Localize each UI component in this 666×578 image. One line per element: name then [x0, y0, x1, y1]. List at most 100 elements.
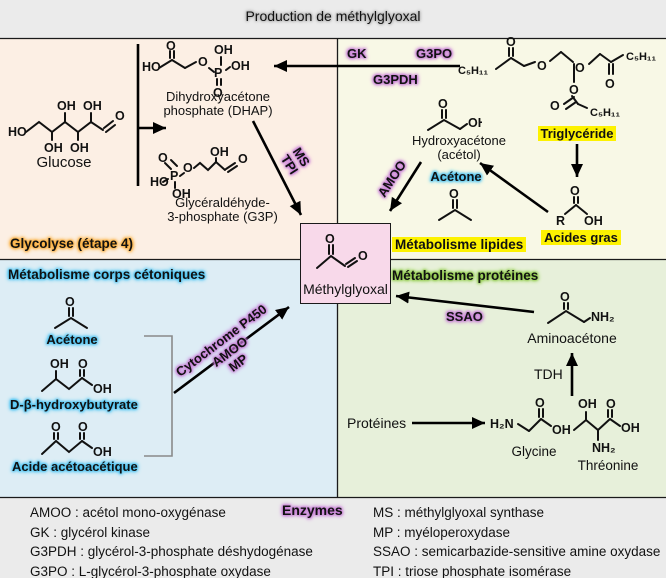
bonds [315, 244, 358, 269]
atom-label: HO [150, 175, 169, 189]
g3p-structure: O HO P OH O OH O [150, 146, 248, 201]
atom-label: O [550, 99, 560, 113]
acetoacetate-name: Acide acétoacétique [12, 459, 138, 474]
bonds [25, 112, 116, 141]
atom-label: OH [93, 445, 112, 459]
atom-label: H₂N [490, 417, 514, 431]
enzyme-tdh: TDH [534, 366, 563, 382]
glycine-structure: H₂N O OH [490, 396, 570, 437]
page-title: Production de méthylglyoxal [245, 8, 421, 24]
aminoacetone-name: Aminoacétone [527, 330, 617, 346]
atom-label: P [214, 66, 222, 80]
legend-item: G3PDH : glycérol-3-phosphate déshydogéna… [30, 544, 313, 559]
bonds [547, 302, 591, 324]
atom-label: O [537, 59, 547, 73]
atom-label: HO [142, 60, 161, 74]
legend-item: TPI : triose phosphate isomérase [373, 563, 572, 578]
acetone-ketone-name: Acétone [28, 332, 116, 347]
legend-item: G3PO : L-glycérol-3-phosphate oxydase [30, 563, 271, 578]
atom-label: OH [210, 146, 229, 159]
atom-label: O [506, 36, 516, 49]
atom-label: O [575, 61, 585, 75]
atom-label: HO [8, 125, 27, 139]
atom-label: OH [578, 397, 597, 411]
atom-label: O [166, 40, 176, 53]
atom-label: O [115, 109, 125, 123]
dhap-structure: O HO O P OH OH O [142, 40, 250, 98]
atom-label: OH [83, 99, 102, 113]
legend-item: AMOO : acétol mono-oxygénase [30, 505, 226, 520]
enzyme-ssao: SSAO [446, 309, 483, 324]
bonds [158, 50, 231, 86]
enzyme-g3po: G3PO [416, 46, 453, 61]
acetol-name-line2: (acétol) [437, 147, 481, 162]
glycolysis-section-label: Glycolyse (étape 4) [10, 236, 134, 251]
acetone-ketone-name-text: Acétone [46, 332, 98, 347]
atom-label: O [213, 86, 223, 98]
g3p-name: Glycéraldéhyde- 3-phosphate (G3P) [155, 196, 290, 224]
dhap-name-line2: phosphate (DHAP) [163, 103, 273, 118]
atom-label: OH [44, 141, 63, 155]
atom-label: OH [214, 43, 233, 57]
acetone-ketone-structure: O [54, 295, 88, 329]
triglyceride-name: Triglycéride [527, 126, 627, 141]
triglyceride-name-text: Triglycéride [537, 126, 617, 141]
atom-label: O [198, 55, 208, 69]
atom-label: O [78, 357, 88, 371]
atom-label: R [556, 214, 565, 228]
proteins-name: Protéines [347, 415, 407, 431]
methylglyoxal-structure: O O [315, 232, 368, 269]
g3p-name-line2: 3-phosphate (G3P) [167, 209, 278, 224]
ketone-section-label: Métabolisme corps cétoniques [8, 267, 206, 282]
glucose-structure: HO OH OH OH OH O [8, 99, 125, 155]
aminoacetone-structure: O NH₂ [547, 290, 615, 324]
atom-label: O [238, 152, 248, 166]
methylglyoxal-box: O O Méthylglyoxal [300, 223, 391, 304]
enzyme-g3pdh: G3PDH [373, 72, 418, 87]
atom-label: O [605, 77, 615, 91]
atom-label: O [560, 290, 570, 304]
atom-label: O [51, 420, 61, 434]
bonds [564, 196, 588, 215]
atom-label: O [158, 151, 168, 165]
bonds [427, 109, 468, 131]
triglyceride-structure: C₅H₁₁ O O O O C₅H₁₁ O O C₅H₁₁ [458, 36, 656, 119]
legend-item: MP : myéloperoxydase [373, 524, 511, 540]
acetol-name-line1: Hydroxyacétone [412, 133, 506, 148]
fatty-acids-name-text: Acides gras [541, 230, 621, 245]
atom-label: OH [93, 382, 112, 396]
atom-label: OH [50, 357, 69, 371]
g3p-name-line1: Glycéraldéhyde- [175, 195, 270, 210]
dhap-name: Dihydroxyacétone phosphate (DHAP) [152, 90, 284, 118]
atom-label: O [606, 397, 616, 411]
glucose-name: Glucose [36, 154, 92, 171]
threonine-name: Thréonine [577, 458, 639, 473]
legend-item: GK : glycérol kinase [30, 524, 151, 540]
atom-label: O [358, 249, 368, 263]
dhap-name-line1: Dihydroxyacétone [165, 89, 271, 104]
bonds [41, 432, 93, 455]
bonds [162, 157, 238, 189]
fatty-acids-name: Acides gras [536, 230, 626, 245]
acetone-lipids-name-text: Acétone [430, 169, 482, 184]
bonds [41, 369, 93, 392]
atom-label: OH [70, 141, 89, 155]
atom-label: OH [468, 116, 482, 130]
atom-label: NH₂ [591, 310, 615, 324]
legend-item: MS : méthylglyoxal synthase [373, 505, 545, 520]
bonds [573, 409, 621, 441]
threonine-structure: OH O OH NH₂ [573, 397, 640, 454]
proteins-section-label: Métabolisme protéines [392, 268, 539, 283]
fatty-acids-structure: O R OH [556, 184, 603, 228]
acetone-lipids-structure: O [438, 187, 472, 221]
bhb-name: D-β-hydroxybutyrate [10, 397, 138, 412]
methylglyoxal-name: Méthylglyoxal [303, 281, 388, 297]
bonds [517, 408, 552, 432]
glycine-name: Glycine [511, 444, 557, 459]
legend-left-column: AMOO : acétol mono-oxygénase GK : glycér… [30, 503, 313, 578]
atom-label: OH [57, 99, 76, 113]
lipids-section-text: Métabolisme lipides [392, 237, 527, 252]
legend-heading: Enzymes [282, 502, 343, 518]
acetone-lipids-name: Acétone [408, 169, 504, 184]
